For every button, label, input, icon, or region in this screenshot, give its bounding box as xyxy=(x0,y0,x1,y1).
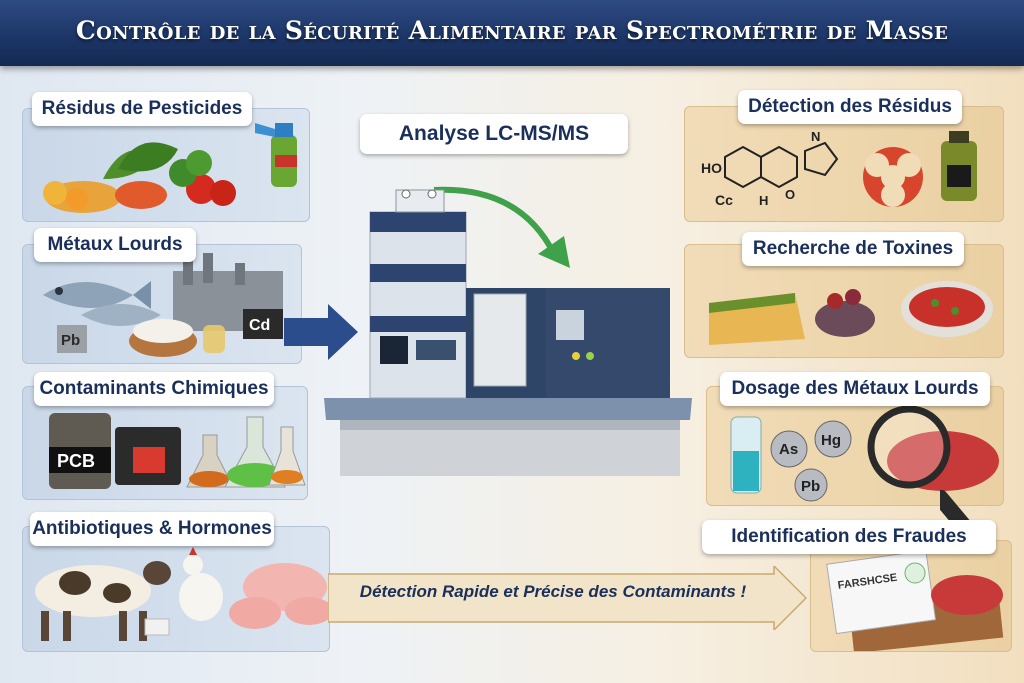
molecule-o: O xyxy=(785,187,795,202)
badge-pb: Pb xyxy=(61,332,80,349)
green-flow-arrow xyxy=(433,186,570,268)
molecule-biohazard-illustration: HO Cc H O N xyxy=(701,129,977,208)
panel-residue-detection: HO Cc H O N xyxy=(684,106,1004,222)
label-chemical-contaminants: Contaminants Chimiques xyxy=(34,372,274,406)
vegetables-spray-illustration xyxy=(43,123,297,213)
label-heavy-metals-dosage: Dosage des Métaux Lourds xyxy=(720,372,990,406)
badge-pcb: PCB xyxy=(57,451,95,471)
molecule-n: N xyxy=(811,129,820,144)
badge-cd: Cd xyxy=(249,317,270,334)
badge-hg: Hg xyxy=(821,432,841,449)
bottom-arrow xyxy=(328,566,808,630)
label-residue-detection: Détection des Résidus xyxy=(738,90,962,124)
label-toxin-search: Recherche de Toxines xyxy=(742,232,964,266)
toxin-food-illustration xyxy=(709,281,993,345)
molecule-ho: HO xyxy=(701,160,722,176)
panel-antibiotics-hormones xyxy=(22,526,330,652)
arrow-to-instrument xyxy=(284,304,358,360)
badge-pb-right: Pb xyxy=(801,478,820,495)
label-pesticides: Résidus de Pesticides xyxy=(32,92,252,126)
panel-heavy-metals: Pb Cd xyxy=(22,244,302,364)
label-center-analysis: Analyse LC-MS/MS xyxy=(360,114,628,154)
molecule-h: H xyxy=(759,193,768,208)
panel-heavy-metals-dosage: As Hg Pb xyxy=(706,386,1004,506)
badge-as: As xyxy=(779,441,798,458)
panel-fraud-identification: FARSHCSE xyxy=(810,540,1012,652)
fish-factory-illustration: Pb Cd xyxy=(43,253,283,357)
label-antibiotics-hormones: Antibiotiques & Hormones xyxy=(30,512,274,546)
label-fraud-identification: Identification des Fraudes xyxy=(702,520,996,554)
pcb-barrel-flasks-illustration: PCB xyxy=(49,413,306,489)
title-banner: Contrôle de la Sécurité Alimentaire par … xyxy=(0,0,1024,66)
lc-ms-instrument xyxy=(324,189,692,476)
farm-animals-illustration xyxy=(35,547,329,641)
molecule-cc: Cc xyxy=(715,192,733,208)
label-heavy-metals: Métaux Lourds xyxy=(34,228,196,262)
footer-message: Détection Rapide et Précise des Contamin… xyxy=(359,582,747,601)
document-meat-illustration: FARSHCSE xyxy=(826,549,1004,651)
panel-pesticides xyxy=(22,108,310,222)
vial-meat-magnifier-illustration: As Hg Pb xyxy=(730,405,999,502)
page-title: Contrôle de la Sécurité Alimentaire par … xyxy=(75,16,949,45)
